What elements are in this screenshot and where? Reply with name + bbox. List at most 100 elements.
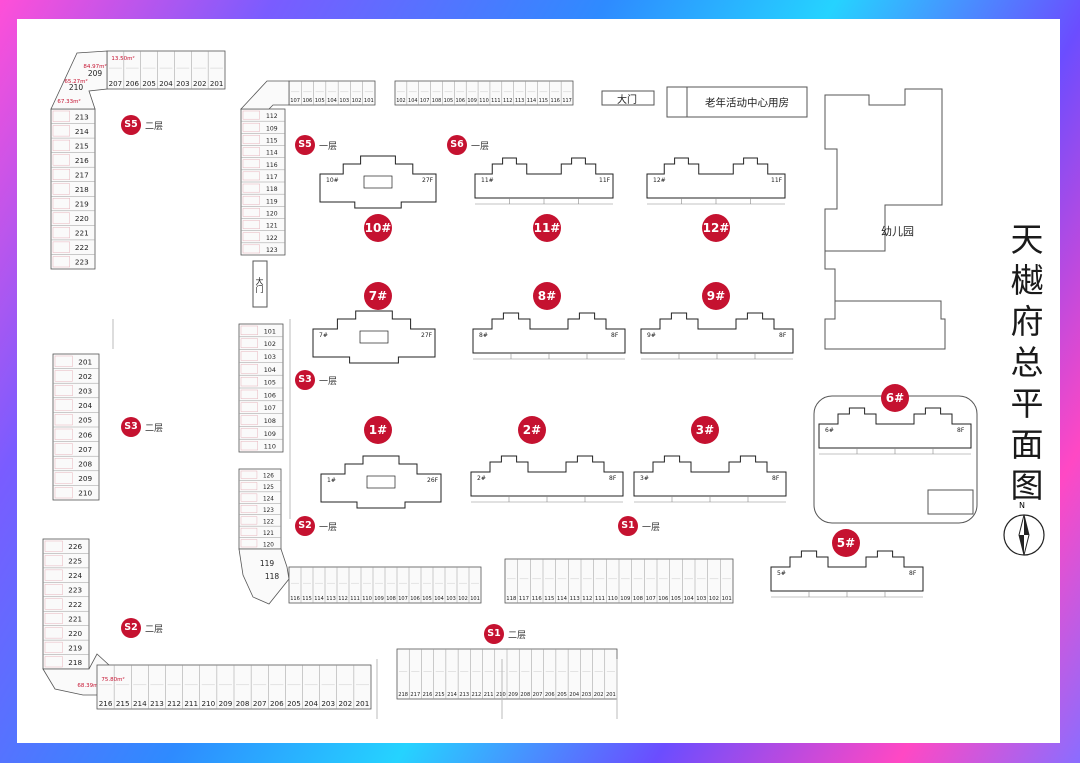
unit-number: 103 bbox=[264, 353, 276, 361]
plan-title: 天 樾 府 总 平 面 图 bbox=[1007, 219, 1047, 506]
zone-code: S3 bbox=[121, 417, 141, 437]
unit-number: 104 bbox=[684, 596, 695, 602]
unit-area-box bbox=[242, 122, 260, 132]
unit-number: 110 bbox=[264, 443, 276, 451]
unit-area-box bbox=[242, 195, 260, 205]
building-number-label: 1# bbox=[327, 477, 336, 484]
building-7-badge[interactable]: 7# bbox=[364, 282, 392, 310]
unit-area-box bbox=[54, 472, 73, 484]
kindergarten-label: 幼儿园 bbox=[881, 225, 914, 238]
unit-number: 216 bbox=[75, 156, 89, 165]
unit-area-box bbox=[240, 482, 258, 491]
unit-area-box bbox=[54, 428, 73, 440]
zone-s3-floor2[interactable]: S3 二层 bbox=[121, 417, 163, 437]
zone-floor: 一层 bbox=[319, 376, 338, 387]
unit-number: 103 bbox=[696, 596, 706, 602]
unit-area-box bbox=[44, 656, 63, 668]
unit-area-box bbox=[240, 325, 258, 336]
unit-number: 215 bbox=[435, 692, 445, 698]
unit-number: 106 bbox=[410, 596, 420, 602]
unit-area-box bbox=[240, 402, 258, 412]
unit-number: 208 bbox=[520, 692, 530, 698]
unit-area-box bbox=[52, 241, 70, 253]
building-6-annex bbox=[927, 489, 974, 515]
unit-note: 67.33m² bbox=[57, 98, 80, 105]
north-arrow: N bbox=[1002, 501, 1046, 561]
unit-number: 212 bbox=[167, 699, 181, 708]
title-char: 樾 bbox=[1010, 261, 1044, 300]
building-1-badge[interactable]: 1# bbox=[364, 416, 392, 444]
unit-area-box bbox=[242, 232, 260, 242]
building-9-badge[interactable]: 9# bbox=[702, 282, 730, 310]
unit-area-box bbox=[240, 505, 258, 513]
building-12-plan: 12#11F bbox=[646, 157, 786, 205]
unit-number: 201 bbox=[356, 699, 370, 708]
unit-number: 207 bbox=[533, 692, 543, 698]
unit-number: 123 bbox=[266, 247, 278, 254]
unit-number: 102 bbox=[458, 596, 468, 602]
building-6-badge[interactable]: 6# bbox=[881, 384, 909, 412]
unit-number: 117 bbox=[519, 596, 529, 602]
unit-number: 218 bbox=[68, 658, 82, 667]
building-5-badge[interactable]: 5# bbox=[832, 529, 860, 557]
unit-number: 114 bbox=[557, 596, 568, 602]
building-3-badge[interactable]: 3# bbox=[691, 416, 719, 444]
unit-number: 115 bbox=[539, 98, 548, 104]
unit-number: 226 bbox=[68, 542, 82, 551]
building-10-badge[interactable]: 10# bbox=[364, 214, 392, 242]
unit-number: 119 bbox=[260, 559, 275, 568]
unit-area-box bbox=[242, 110, 260, 120]
building-number-label: 9# bbox=[647, 332, 656, 339]
building-8-plan: 8#8F bbox=[472, 312, 626, 360]
building-12-badge[interactable]: 12# bbox=[702, 214, 730, 242]
unit-number: 108 bbox=[386, 596, 396, 602]
title-char: 图 bbox=[1010, 466, 1044, 505]
unit-number: 106 bbox=[303, 98, 313, 104]
unit-number: 109 bbox=[264, 430, 276, 438]
building-3-plan: 3#8F bbox=[633, 455, 787, 503]
unit-area-box bbox=[240, 338, 258, 348]
unit-number: 101 bbox=[722, 596, 732, 602]
unit-area-box bbox=[242, 135, 260, 144]
building-2-plan: 2#8F bbox=[470, 455, 624, 503]
unit-number: 116 bbox=[290, 596, 300, 602]
unit-area-box bbox=[54, 414, 73, 426]
senior-center-box bbox=[666, 86, 808, 118]
building-2-badge[interactable]: 2# bbox=[518, 416, 546, 444]
unit-note: 68.39m² bbox=[77, 682, 100, 689]
s5-floor2-left-strip-outline bbox=[50, 108, 96, 270]
unit-number: 101 bbox=[364, 98, 374, 104]
unit-number: 104 bbox=[327, 98, 337, 104]
unit-number: 110 bbox=[608, 596, 619, 602]
unit-number: 210 bbox=[201, 699, 215, 708]
kindergarten-outline bbox=[824, 88, 946, 350]
building-7-plan-core bbox=[359, 330, 389, 344]
unit-area-box bbox=[54, 487, 73, 499]
building-number-label: 5# bbox=[777, 570, 786, 577]
building-floor-label: 8F bbox=[772, 475, 780, 482]
unit-area-box bbox=[52, 256, 70, 268]
unit-number: 117 bbox=[266, 174, 278, 181]
unit-number: 206 bbox=[78, 430, 92, 439]
unit-number: 112 bbox=[582, 596, 592, 602]
building-10-plan: 10#27F bbox=[319, 155, 437, 209]
zone-floor: 二层 bbox=[145, 423, 164, 434]
unit-number: 204 bbox=[304, 699, 318, 708]
building-number-label: 11# bbox=[481, 177, 494, 184]
building-11-badge[interactable]: 11# bbox=[533, 214, 561, 242]
unit-number: 114 bbox=[314, 596, 324, 602]
building-8-badge[interactable]: 8# bbox=[533, 282, 561, 310]
